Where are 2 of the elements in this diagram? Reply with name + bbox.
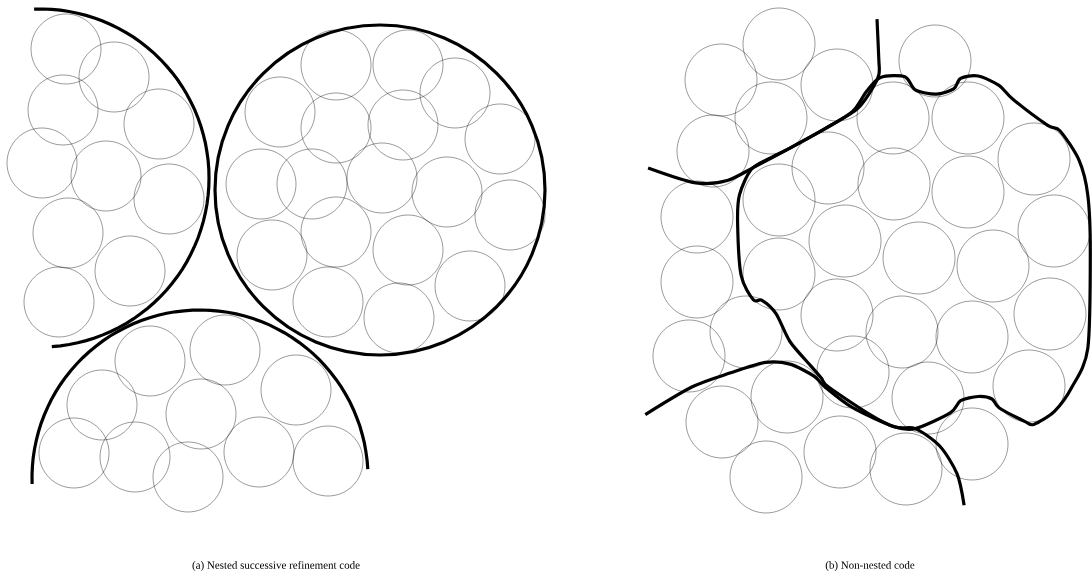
subfigure-caption: (a) Nested successive refinement code: [192, 560, 360, 571]
subfigure-caption: (b) Non-nested code: [825, 561, 915, 571]
